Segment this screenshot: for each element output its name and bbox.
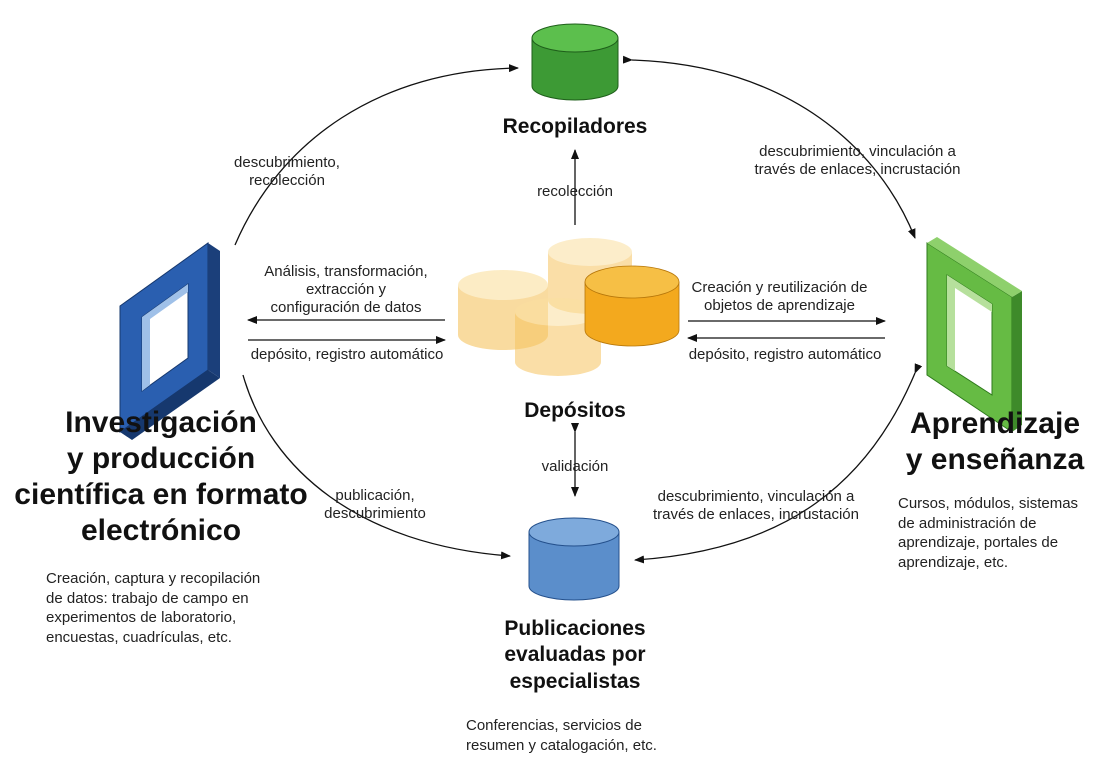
edge-label-collectors-to-learning: descubrimiento, vinculación a través de … bbox=[754, 143, 961, 178]
edge-label-repositories-to-learning: Creación y reutilización de objetos de a… bbox=[691, 279, 868, 314]
arrow-research-to-peer-reviewed bbox=[242, 374, 511, 560]
research-title: Investigación y producción científica en… bbox=[14, 406, 308, 547]
collectors-title: Recopiladores bbox=[502, 115, 648, 138]
edge-label-research-to-repositories: depósito, registro automático bbox=[250, 346, 444, 363]
research-screen-icon bbox=[119, 242, 220, 440]
repositories-title: Depósitos bbox=[524, 399, 626, 422]
edge-label-learning-to-peer-reviewed: descubrimiento, vinculación a través de … bbox=[653, 488, 859, 523]
collectors-database-icon bbox=[531, 23, 619, 101]
learning-title: Aprendizaje y enseñanza bbox=[905, 407, 1085, 476]
edge-label-research-to-collectors: descubrimiento, recolección bbox=[234, 154, 340, 189]
learning-description: Cursos, módulos, sistemas de administrac… bbox=[898, 495, 1079, 571]
arrow-research-to-collectors bbox=[234, 64, 519, 246]
arrow-collectors-to-learning bbox=[622, 55, 916, 239]
peer-reviewed-title: Publicaciones evaluadas por especialista… bbox=[504, 617, 646, 693]
edge-label-repositories-to-collectors: recolección bbox=[537, 183, 613, 200]
arrow-learning-to-peer-reviewed bbox=[634, 363, 923, 564]
repositories-database-icon bbox=[458, 238, 680, 376]
peer-reviewed-database-icon bbox=[528, 517, 620, 601]
edge-label-learning-to-repositories: depósito, registro automático bbox=[688, 346, 882, 363]
edge-label-research-to-peer-reviewed: publicación, descubrimiento bbox=[324, 487, 426, 522]
edge-label-repositories-peer-reviewed: validación bbox=[541, 458, 609, 475]
research-description: Creación, captura y recopilación de dato… bbox=[46, 570, 261, 646]
learning-screen-icon bbox=[926, 237, 1022, 433]
peer-reviewed-description: Conferencias, servicios de resumen y cat… bbox=[466, 717, 657, 754]
edge-label-repositories-to-research: Análisis, transformación, extracción y c… bbox=[264, 263, 428, 316]
